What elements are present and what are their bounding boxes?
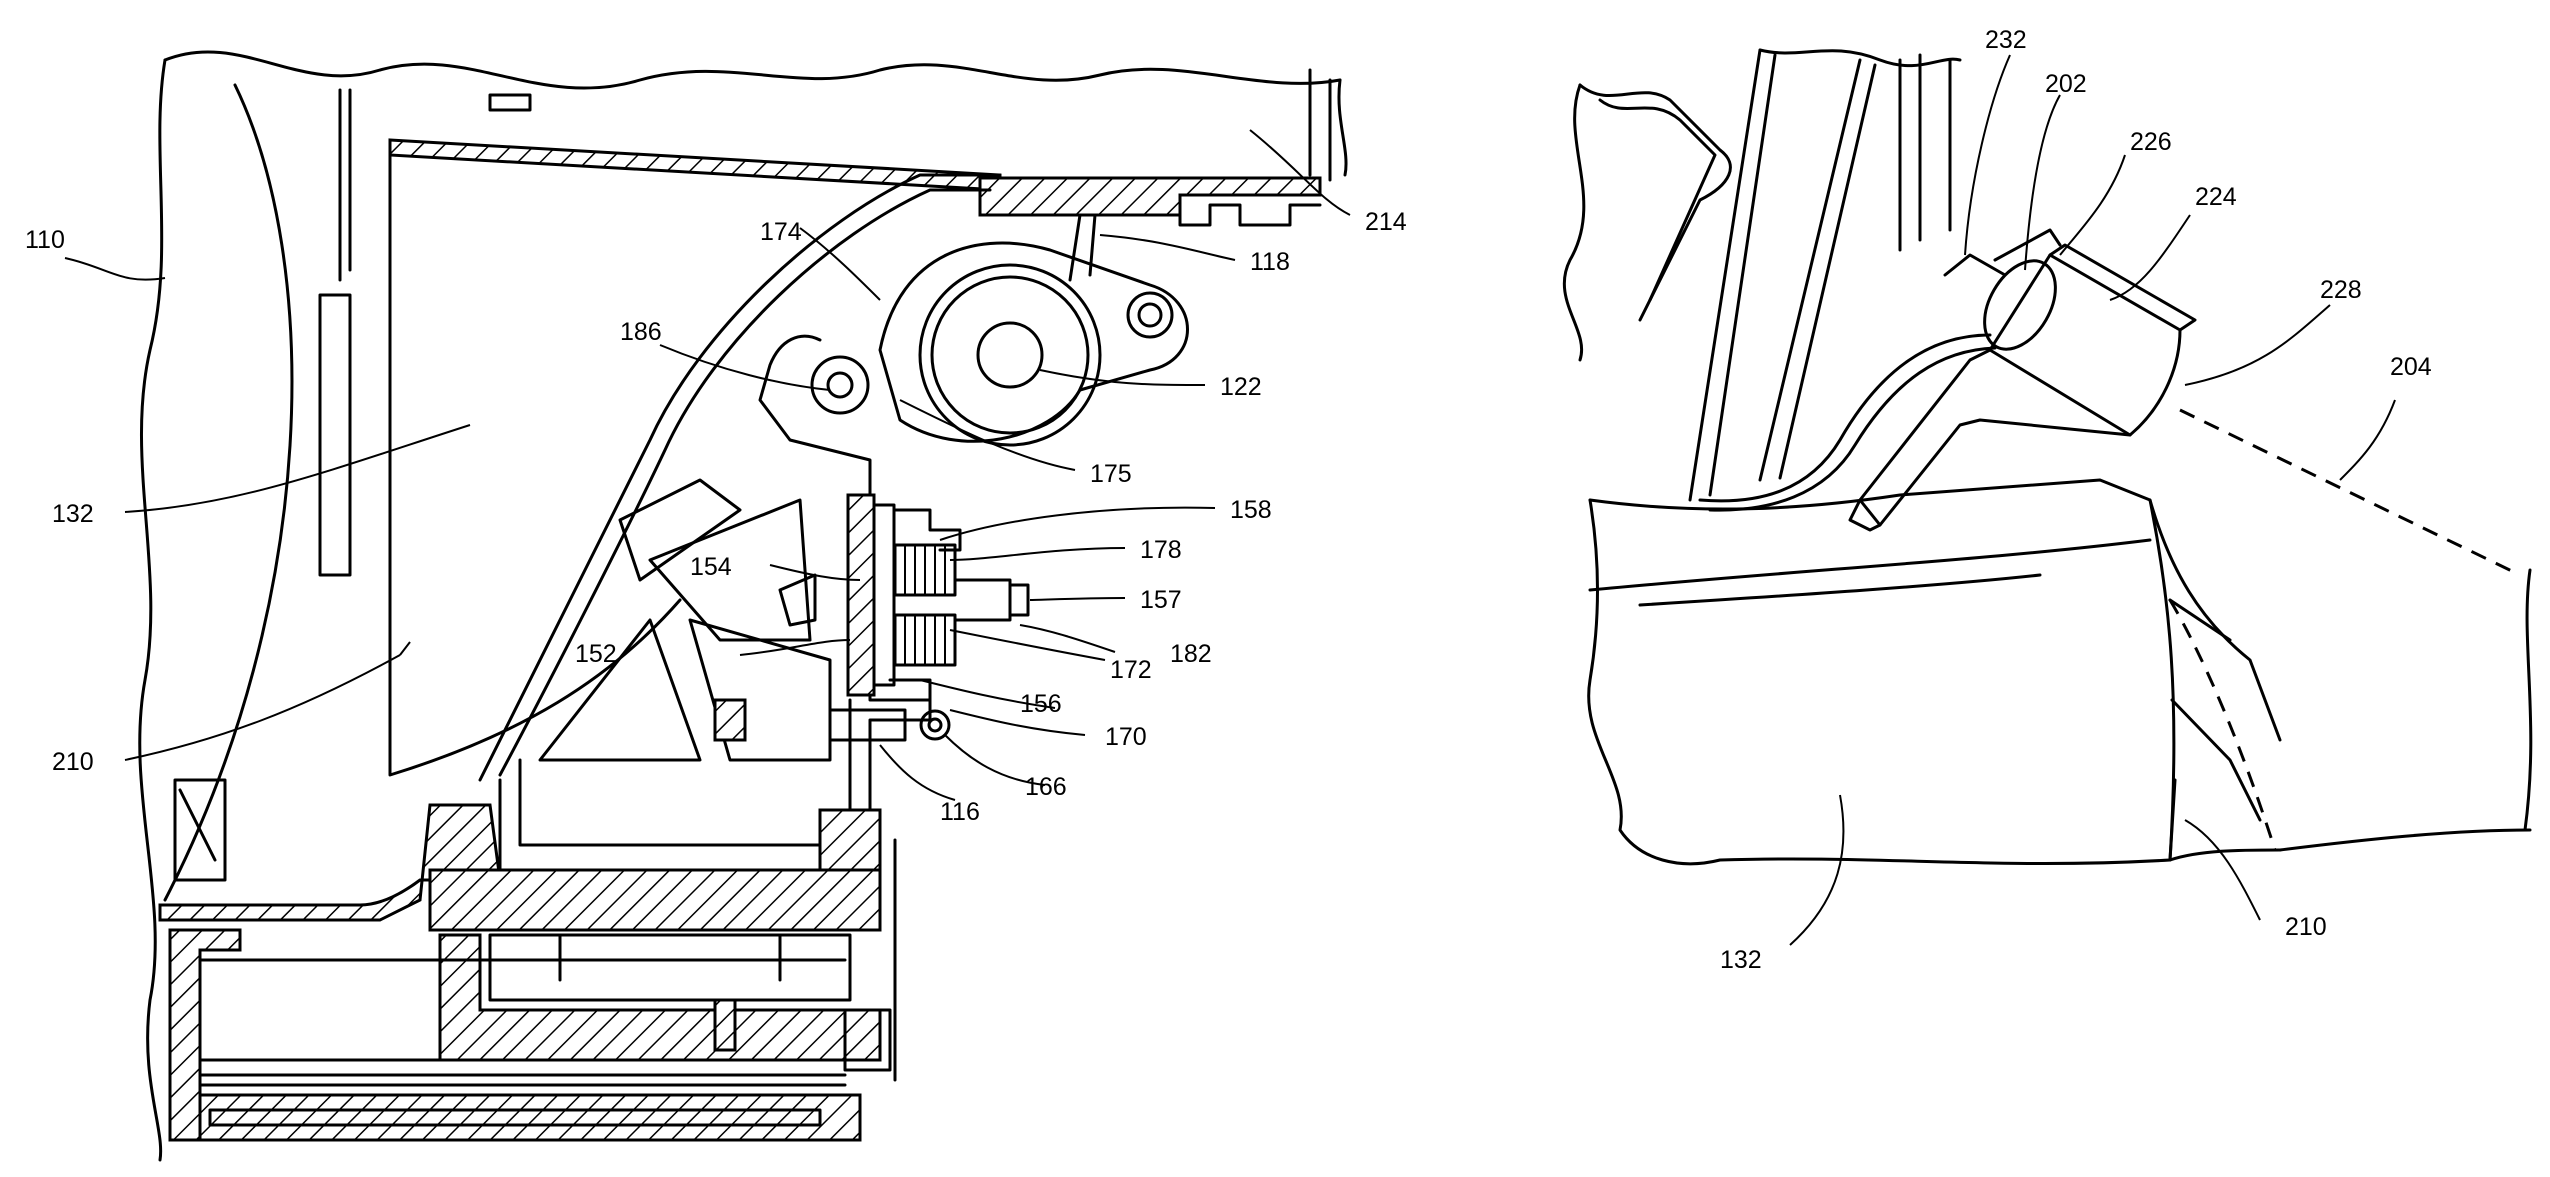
fan-cover: [480, 175, 1000, 780]
motor-122: [920, 265, 1100, 445]
label-116: 116: [940, 798, 980, 826]
pin-166: [921, 711, 949, 739]
label-178: 178: [1140, 536, 1182, 564]
label-204: 204: [2390, 353, 2432, 381]
label-214: 214: [1365, 208, 1407, 236]
label-122: 122: [1220, 373, 1262, 401]
block-170: [830, 710, 905, 740]
top-rail: [980, 178, 1320, 215]
motor-housing-118: [880, 243, 1188, 441]
pivot-186: [812, 357, 868, 413]
label-154: 154: [690, 553, 732, 581]
housing-outline: [165, 52, 1340, 88]
label-202: 202: [2045, 70, 2087, 98]
plate-152: [848, 495, 874, 695]
label-210-right: 210: [2285, 913, 2327, 941]
label-232: 232: [1985, 26, 2027, 54]
label-132: 132: [52, 500, 94, 528]
label-158: 158: [1230, 496, 1272, 524]
label-132-right: 132: [1720, 946, 1762, 974]
label-174: 174: [760, 218, 802, 246]
outline-204: [2170, 600, 2275, 850]
duct-132: [390, 145, 680, 775]
label-172: 172: [1110, 656, 1152, 684]
right-view: 232 202 226 224 228 204 132 210: [1564, 26, 2530, 974]
label-156: 156: [1020, 690, 1062, 718]
label-228: 228: [2320, 276, 2362, 304]
label-110: 110: [25, 226, 65, 254]
housing-right-edge: [1339, 80, 1346, 175]
panel-110: [165, 85, 292, 900]
label-226: 226: [2130, 128, 2172, 156]
label-157: 157: [1140, 586, 1182, 614]
screw-182: [1010, 585, 1028, 615]
base-plate: [430, 870, 880, 930]
housing-left-edge: [140, 60, 165, 1160]
label-210: 210: [52, 748, 94, 776]
body-132: [1590, 480, 2174, 860]
label-224: 224: [2195, 183, 2237, 211]
label-166: 166: [1025, 773, 1067, 801]
label-170: 170: [1105, 723, 1147, 751]
side-rail: [320, 295, 350, 575]
bracket-arm: [1860, 350, 2130, 525]
duct-top-wall: [390, 140, 1000, 190]
label-152: 152: [575, 640, 617, 668]
label-118: 118: [1250, 248, 1290, 276]
left-view: 110 132 210 214 174 118 186 122 175 158 …: [25, 52, 1407, 1160]
label-182: 182: [1170, 640, 1212, 668]
label-186: 186: [620, 318, 662, 346]
label-175: 175: [1090, 460, 1132, 488]
leader-lines: [65, 130, 1350, 800]
right-leader-lines: [1790, 55, 2395, 945]
spray-line: [2180, 410, 2520, 575]
